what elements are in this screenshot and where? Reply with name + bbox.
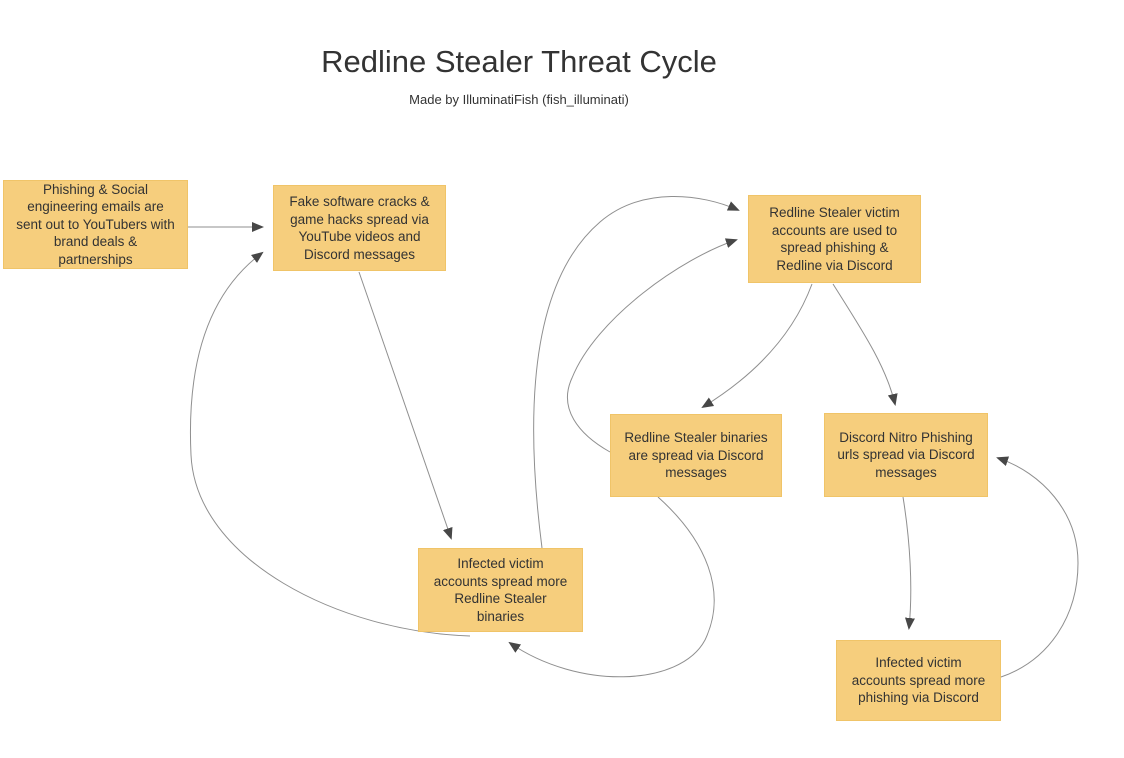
edge-victim-accounts-to-nitro-phishing xyxy=(832,283,898,406)
page-subtitle: Made by IlluminatiFish (fish_illuminati) xyxy=(409,92,629,107)
edge-redline-binaries-to-victim-accounts xyxy=(567,238,738,453)
edge-infected-spread-binaries-to-fake-cracks xyxy=(189,251,471,637)
node-fake-cracks[interactable]: Fake software cracks & game hacks spread… xyxy=(273,185,446,271)
edge-redline-binaries-to-infected-spread-binaries xyxy=(508,496,715,678)
page-title: Redline Stealer Threat Cycle xyxy=(321,44,717,79)
node-victim-accounts[interactable]: Redline Stealer victim accounts are used… xyxy=(748,195,921,283)
node-redline-binaries[interactable]: Redline Stealer binaries are spread via … xyxy=(610,414,782,497)
edge-victim-accounts-to-redline-binaries xyxy=(701,283,813,409)
edge-infected-spread-binaries-to-victim-accounts xyxy=(533,195,740,549)
edge-nitro-phishing-to-infected-spread-phishing xyxy=(902,496,915,630)
edge-infected-spread-phishing-to-nitro-phishing xyxy=(996,456,1079,678)
node-nitro-phishing[interactable]: Discord Nitro Phishing urls spread via D… xyxy=(824,413,988,497)
node-phishing-emails[interactable]: Phishing & Social engineering emails are… xyxy=(3,180,188,269)
node-infected-spread-binaries[interactable]: Infected victim accounts spread more Red… xyxy=(418,548,583,632)
node-infected-spread-phishing[interactable]: Infected victim accounts spread more phi… xyxy=(836,640,1001,721)
edge-fake-cracks-to-infected-spread-binaries xyxy=(358,271,453,540)
